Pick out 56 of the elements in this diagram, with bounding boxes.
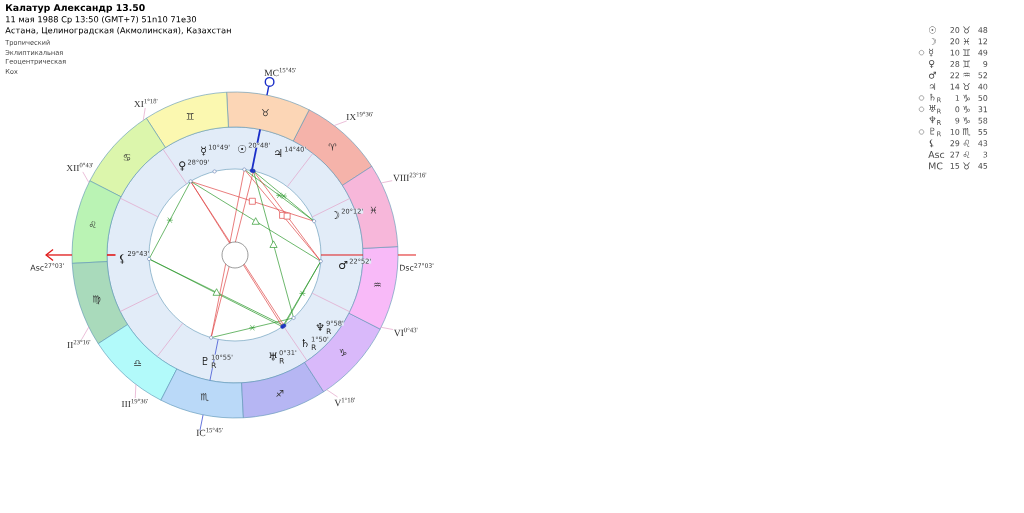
table-cell: ☽ <box>931 37 936 45</box>
table-cell: ♆$_{R}$ <box>929 116 941 125</box>
planet-glyph: ♇ <box>200 356 211 365</box>
house-cusp-line <box>380 180 393 184</box>
house-cusp-line <box>333 120 348 126</box>
axis-label: IC$^{15°45'}$ <box>196 427 223 437</box>
table-cell: ♊ <box>963 49 970 57</box>
table-cell: ♉ <box>963 26 970 34</box>
zodiac-sector: ♉ <box>226 91 310 142</box>
planet-glyph: ☿ <box>200 146 207 156</box>
title: Калатур Александр 13.50 <box>6 4 145 13</box>
table-cell: ☿ <box>929 48 934 57</box>
table-cell: ♏ <box>962 128 971 136</box>
table-cell: ♃ <box>929 83 936 91</box>
cusp-label: III$^{19°36'}$ <box>121 398 148 408</box>
cusp-label: IX$^{19°36'}$ <box>346 111 374 121</box>
house-cusp-line <box>326 389 338 398</box>
table-cell: ♉ <box>963 162 970 170</box>
house-cusp-line <box>134 384 137 399</box>
house-cusp-line <box>82 171 90 184</box>
table-cell: ♑ <box>963 94 970 102</box>
table-cell: ⚸ <box>929 139 934 148</box>
axis-label: MC$^{15°45'}$ <box>264 67 296 77</box>
table-cell: MC <box>929 162 943 170</box>
table-cell: ♑ <box>963 105 970 113</box>
table-cell: ♀ <box>929 59 935 68</box>
planet-glyph: ♆ <box>315 322 326 331</box>
planet-glyph: ☽ <box>330 210 341 219</box>
house-cusp-line <box>380 326 394 330</box>
table-cell: ♉ <box>963 83 970 91</box>
table-cell: ♊ <box>963 60 970 68</box>
info-text: 11 мая 1988 Ср 13:50 (GMT+7) 51n10 71e30 <box>6 16 197 24</box>
planet-glyph: ♃ <box>273 148 284 157</box>
house-cusp-line <box>81 326 90 340</box>
table-cell: ♑ <box>963 117 970 125</box>
table-cell: ♌ <box>963 151 970 159</box>
table-cell: Asc <box>928 151 945 159</box>
table-cell: ☉ <box>929 26 936 34</box>
cusp-label: V$^{1°18'}$ <box>334 397 355 407</box>
table-cell: ♂ <box>928 71 936 79</box>
axis-label: Asc$^{27°03'}$ <box>30 263 64 271</box>
table-cell: ♅$_{R}$ <box>929 105 941 114</box>
table-cell: ♇$_{R}$ <box>930 127 941 137</box>
table-cell: ♓ <box>963 37 970 45</box>
axis-label: Dsc$^{27°03'}$ <box>400 263 434 271</box>
house-cusp-line <box>142 107 146 121</box>
info-text: Астана, Целиноградская (Акмолинская), Казахстан <box>5 27 231 35</box>
planet-glyph: ♅ <box>268 352 279 361</box>
cusp-label: VI$^{0°43'}$ <box>393 327 418 337</box>
table-cell: ♒ <box>963 72 970 77</box>
zodiac-sector: ♏ <box>160 368 244 419</box>
planet-glyph: ♂ <box>338 260 349 270</box>
table-cell: ♄$_{R}$ <box>930 93 941 103</box>
table-cell: ♌ <box>963 139 970 147</box>
planet-glyph: ☉ <box>237 144 248 153</box>
planet-glyph: ♀ <box>178 161 187 171</box>
